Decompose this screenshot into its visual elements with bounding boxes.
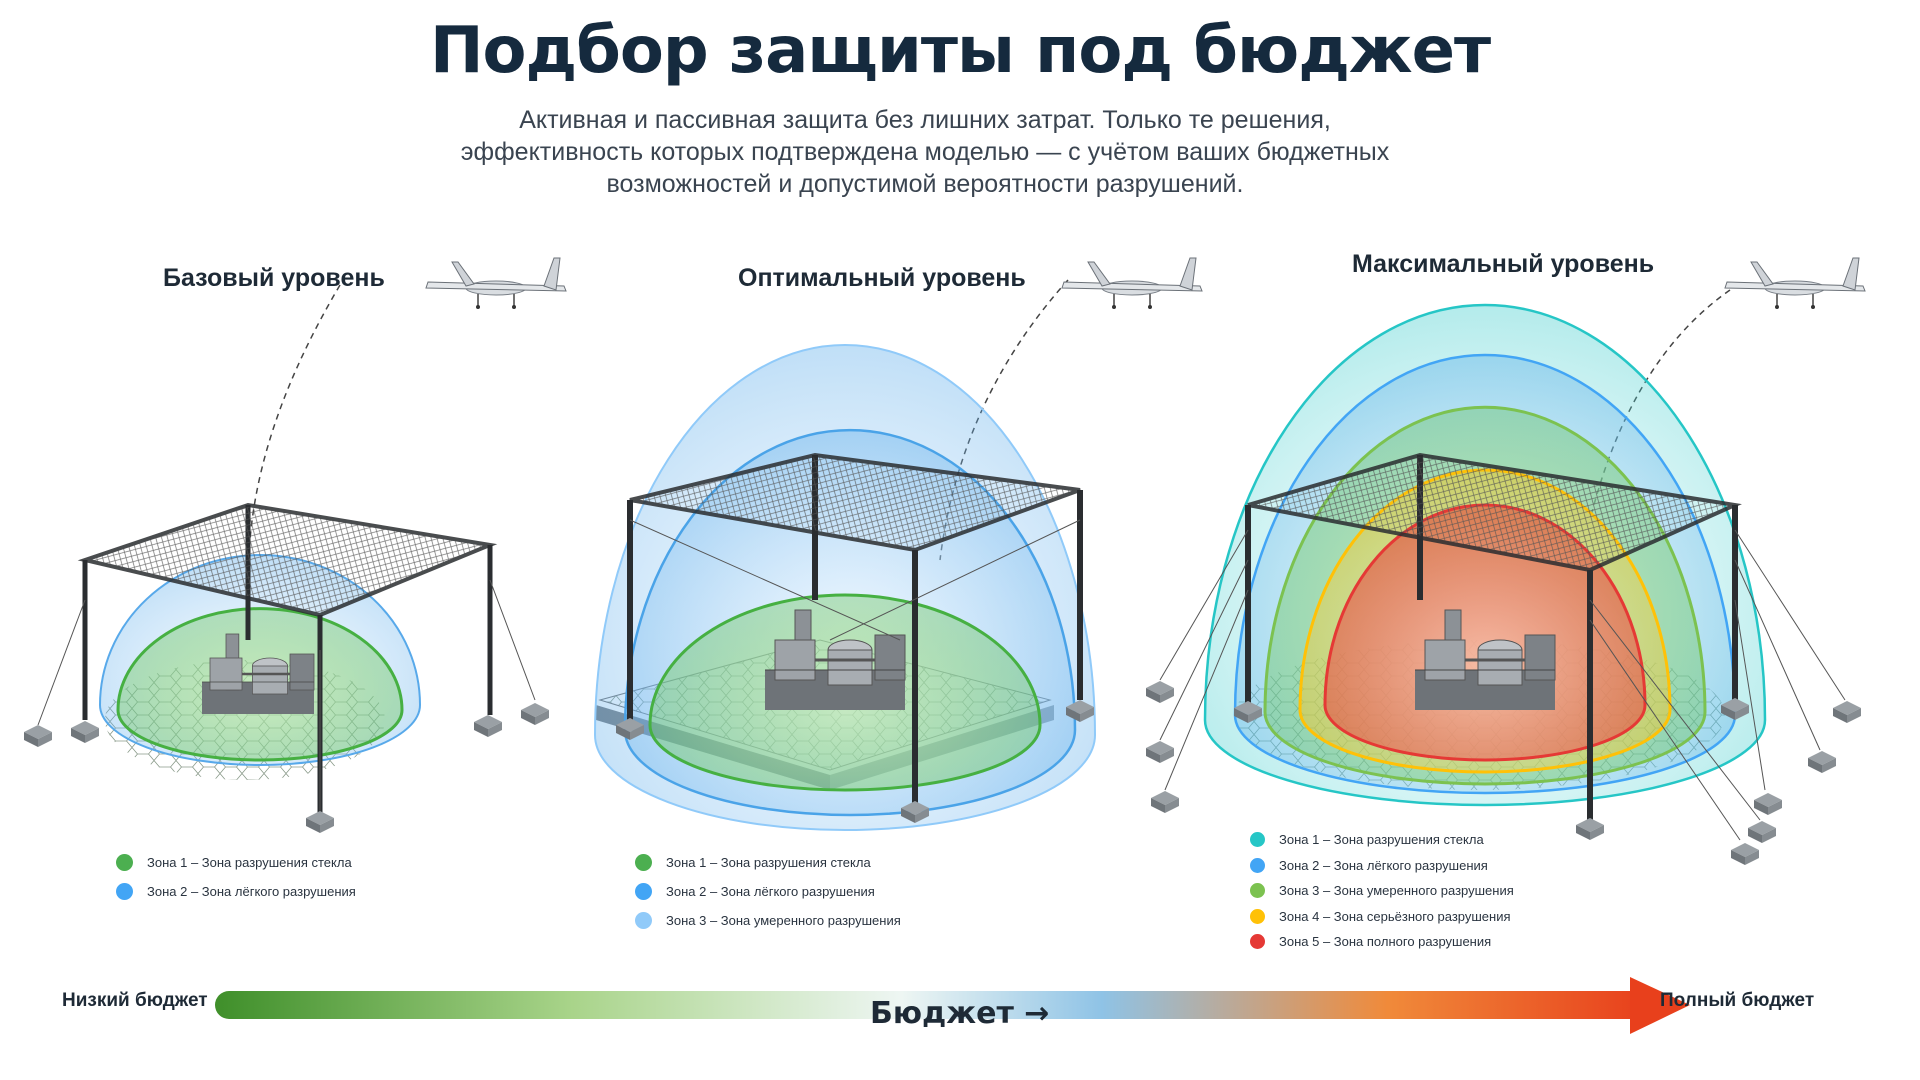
guy-wires	[37, 579, 536, 815]
panel-title-maximal: Максимальный уровень	[1352, 250, 1655, 278]
budget-arrow	[215, 977, 1690, 1034]
zone-color-dot	[1250, 934, 1265, 950]
budget-center-label: Бюджет →	[870, 996, 1050, 1031]
zone-color-dot	[116, 854, 133, 871]
page-title: Подбор защиты под бюджет	[429, 14, 1491, 88]
zone-color-dot	[635, 854, 652, 871]
legend-item: Зона 2 – Зона лёгкого разрушения	[116, 877, 356, 906]
drone-icon	[425, 257, 567, 310]
panel-title-optimal: Оптимальный уровень	[738, 264, 1026, 292]
zone-5-dome	[1323, 503, 1647, 762]
drone-icon	[1724, 257, 1866, 310]
scene-basic	[24, 257, 567, 833]
legend-maximal: Зона 1 – Зона разрушения стекла Зона 2 –…	[1250, 827, 1514, 955]
legend-item: Зона 2 – Зона лёгкого разрушения	[1250, 853, 1514, 879]
legend-optimal: Зона 1 – Зона разрушения стекла Зона 2 –…	[635, 848, 901, 935]
scene-optimal	[593, 257, 1203, 831]
legend-item: Зона 3 – Зона умеренного разрушения	[1250, 878, 1514, 904]
drone-trajectory	[249, 284, 341, 541]
subtitle-line: возможностей и допустимой вероятности ра…	[606, 170, 1244, 198]
legend-item: Зона 1 – Зона разрушения стекла	[116, 848, 356, 877]
budget-low-label: Низкий бюджет	[62, 990, 208, 1011]
legend-item: Зона 4 – Зона серьёзного разрушения	[1250, 904, 1514, 930]
legend-basic: Зона 1 – Зона разрушения стекла Зона 2 –…	[116, 848, 356, 906]
drone-icon	[1061, 257, 1203, 310]
zone-color-dot	[635, 912, 652, 929]
zone-color-dot	[1250, 883, 1265, 899]
zone-color-dot	[635, 883, 652, 900]
scene-maximal	[1146, 257, 1866, 865]
zone-color-dot	[1250, 908, 1265, 924]
legend-item: Зона 1 – Зона разрушения стекла	[635, 848, 901, 877]
budget-high-label: Полный бюджет	[1660, 990, 1815, 1011]
subtitle-line: Активная и пассивная защита без лишних з…	[519, 106, 1331, 134]
zone-color-dot	[1250, 832, 1265, 848]
legend-item: Зона 2 – Зона лёгкого разрушения	[635, 877, 901, 906]
guy-wires	[1159, 529, 1846, 841]
legend-item: Зона 5 – Зона полного разрушения	[1250, 929, 1514, 955]
zone-color-dot	[1250, 857, 1265, 873]
legend-item: Зона 3 – Зона умеренного разрушения	[635, 906, 901, 935]
page-subtitle: Активная и пассивная защита без лишних з…	[360, 104, 1490, 200]
panel-title-basic: Базовый уровень	[163, 264, 385, 292]
zone-color-dot	[116, 883, 133, 900]
subtitle-line: эффективность которых подтверждена модел…	[460, 138, 1390, 166]
legend-item: Зона 1 – Зона разрушения стекла	[1250, 827, 1514, 853]
